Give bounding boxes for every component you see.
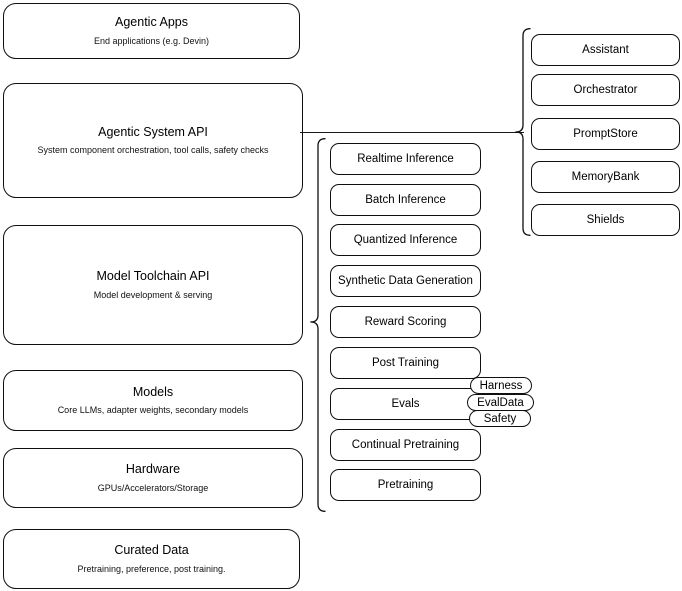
layer-subtitle: Core LLMs, adapter weights, secondary mo… bbox=[57, 405, 249, 416]
brace-system-components bbox=[515, 28, 531, 236]
capability-box[interactable]: Continual Pretraining bbox=[330, 429, 481, 461]
eval-badge-label: Harness bbox=[479, 379, 523, 392]
system-component-box[interactable]: MemoryBank bbox=[531, 161, 680, 193]
capability-box[interactable]: Post Training bbox=[330, 347, 481, 379]
capability-label: Reward Scoring bbox=[364, 316, 447, 328]
capability-label: Post Training bbox=[371, 357, 440, 369]
capability-label: Quantized Inference bbox=[353, 234, 458, 246]
layer-title: Agentic Apps bbox=[115, 15, 188, 30]
system-component-box[interactable]: Orchestrator bbox=[531, 74, 680, 106]
capability-box[interactable]: Pretraining bbox=[330, 469, 481, 501]
layer-hardware[interactable]: Hardware GPUs/Accelerators/Storage bbox=[3, 448, 303, 508]
layer-subtitle: Model development & serving bbox=[93, 289, 213, 300]
capability-box[interactable]: Reward Scoring bbox=[330, 306, 481, 338]
capability-box[interactable]: Synthetic Data Generation bbox=[330, 265, 481, 297]
connector-system-api-to-components bbox=[300, 132, 524, 134]
system-component-label: Shields bbox=[586, 214, 625, 226]
capability-box[interactable]: Quantized Inference bbox=[330, 224, 481, 256]
capability-box[interactable]: Batch Inference bbox=[330, 184, 481, 216]
system-component-label: PromptStore bbox=[573, 128, 638, 140]
eval-badge-label: EvalData bbox=[477, 396, 524, 409]
brace-toolchain-capabilities bbox=[310, 138, 326, 512]
layer-title: Models bbox=[132, 384, 174, 399]
system-component-label: Assistant bbox=[582, 44, 629, 56]
layer-subtitle: System component orchestration, tool cal… bbox=[37, 145, 269, 156]
capability-label: Evals bbox=[391, 398, 420, 410]
layer-subtitle: GPUs/Accelerators/Storage bbox=[97, 482, 209, 493]
layer-curated-data[interactable]: Curated Data Pretraining, preference, po… bbox=[3, 529, 300, 589]
capability-label: Pretraining bbox=[377, 479, 434, 491]
eval-badge-label: Safety bbox=[483, 412, 517, 425]
system-component-box[interactable]: PromptStore bbox=[531, 118, 680, 150]
layer-subtitle: End applications (e.g. Devin) bbox=[93, 35, 210, 46]
system-component-label: Orchestrator bbox=[573, 84, 638, 96]
system-component-box[interactable]: Shields bbox=[531, 204, 680, 236]
eval-badge[interactable]: EvalData bbox=[467, 394, 534, 411]
layer-model-toolchain-api[interactable]: Model Toolchain API Model development & … bbox=[3, 225, 303, 345]
system-component-box[interactable]: Assistant bbox=[531, 34, 680, 66]
capability-label: Realtime Inference bbox=[357, 153, 454, 165]
capability-label: Batch Inference bbox=[365, 194, 446, 206]
eval-badge[interactable]: Harness bbox=[470, 377, 532, 394]
system-component-label: MemoryBank bbox=[571, 171, 640, 183]
layer-subtitle: Pretraining, preference, post training. bbox=[77, 563, 226, 574]
layer-title: Agentic System API bbox=[98, 124, 208, 139]
layer-title: Hardware bbox=[125, 462, 181, 477]
capability-label: Synthetic Data Generation bbox=[338, 275, 473, 287]
capability-box[interactable]: Realtime Inference bbox=[330, 143, 481, 175]
layer-agentic-apps[interactable]: Agentic Apps End applications (e.g. Devi… bbox=[3, 3, 300, 59]
capability-box[interactable]: Evals bbox=[330, 388, 481, 420]
layer-agentic-system-api[interactable]: Agentic System API System component orch… bbox=[3, 83, 303, 198]
capability-label: Continual Pretraining bbox=[351, 439, 460, 451]
layer-title: Model Toolchain API bbox=[96, 269, 210, 284]
layer-models[interactable]: Models Core LLMs, adapter weights, secon… bbox=[3, 370, 303, 431]
layer-title: Curated Data bbox=[114, 543, 189, 558]
eval-badge[interactable]: Safety bbox=[469, 410, 531, 427]
